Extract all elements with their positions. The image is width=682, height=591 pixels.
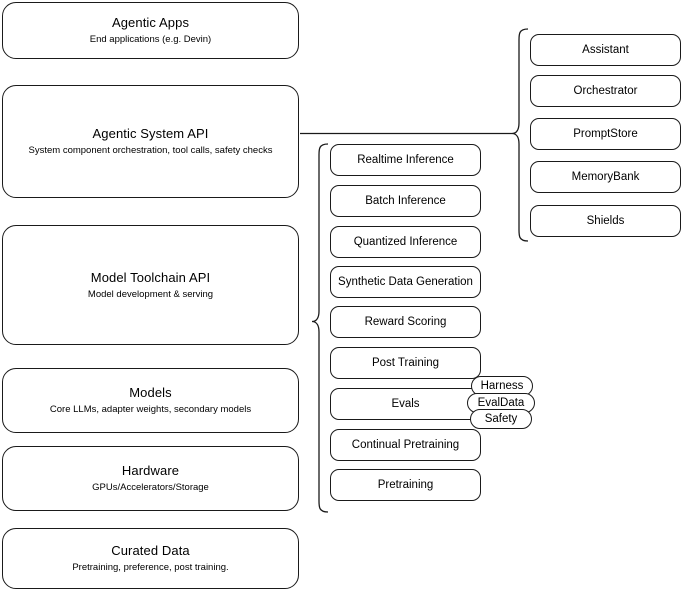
component-synthetic-data-generation[interactable]: Synthetic Data Generation (330, 266, 481, 298)
component-label: Synthetic Data Generation (338, 275, 473, 288)
layer-models[interactable]: Models Core LLMs, adapter weights, secon… (2, 368, 299, 433)
layer-title: Model Toolchain API (90, 269, 211, 285)
component-label: Batch Inference (365, 194, 446, 207)
evals-subcomponent-safety[interactable]: Safety (470, 409, 532, 429)
layer-subtitle: Core LLMs, adapter weights, secondary mo… (49, 404, 252, 415)
component-quantized-inference[interactable]: Quantized Inference (330, 226, 481, 258)
layer-subtitle: End applications (e.g. Devin) (89, 34, 212, 45)
brace-model-toolchain-components (311, 143, 329, 513)
component-orchestrator[interactable]: Orchestrator (530, 75, 681, 107)
component-label: Quantized Inference (353, 235, 458, 248)
component-label: Reward Scoring (364, 315, 447, 328)
component-batch-inference[interactable]: Batch Inference (330, 185, 481, 217)
evals-subcomponent-label: Harness (480, 379, 524, 392)
component-label: Orchestrator (573, 84, 638, 97)
evals-subcomponent-label: Safety (484, 412, 518, 425)
layer-curated-data[interactable]: Curated Data Pretraining, preference, po… (2, 528, 299, 589)
component-label: Pretraining (377, 478, 434, 491)
component-pretraining[interactable]: Pretraining (330, 469, 481, 501)
layer-subtitle: System component orchestration, tool cal… (28, 145, 273, 156)
layer-agentic-apps[interactable]: Agentic Apps End applications (e.g. Devi… (2, 2, 299, 59)
component-promptstore[interactable]: PromptStore (530, 118, 681, 150)
component-post-training[interactable]: Post Training (330, 347, 481, 379)
layer-title: Models (129, 385, 172, 400)
component-continual-pretraining[interactable]: Continual Pretraining (330, 429, 481, 461)
evals-subcomponent-label: EvalData (477, 396, 525, 409)
component-memorybank[interactable]: MemoryBank (530, 161, 681, 193)
layer-subtitle: Model development & serving (87, 288, 214, 300)
component-label: Shields (586, 214, 625, 227)
layer-subtitle: Pretraining, preference, post training. (72, 562, 229, 573)
layer-title: Curated Data (111, 543, 190, 558)
layer-agentic-system-api[interactable]: Agentic System API System component orch… (2, 85, 299, 198)
component-assistant[interactable]: Assistant (530, 34, 681, 66)
component-label: Continual Pretraining (351, 438, 460, 451)
component-label: PromptStore (573, 127, 638, 140)
component-realtime-inference[interactable]: Realtime Inference (330, 144, 481, 176)
component-label: MemoryBank (571, 170, 640, 183)
component-evals[interactable]: Evals (330, 388, 481, 420)
component-label: Realtime Inference (357, 153, 454, 166)
layer-title: Agentic System API (92, 126, 209, 141)
component-label: Post Training (371, 356, 440, 369)
layer-title: Hardware (121, 463, 180, 478)
layer-subtitle: GPUs/Accelerators/Storage (92, 482, 209, 493)
component-label: Assistant (582, 43, 629, 56)
brace-agentic-system-components (511, 28, 529, 242)
layer-hardware[interactable]: Hardware GPUs/Accelerators/Storage (2, 446, 299, 511)
component-shields[interactable]: Shields (530, 205, 681, 237)
component-reward-scoring[interactable]: Reward Scoring (330, 306, 481, 338)
layer-model-toolchain-api[interactable]: Model Toolchain API Model development & … (2, 225, 299, 345)
layer-title: Agentic Apps (111, 15, 190, 30)
component-label: Evals (391, 397, 420, 410)
